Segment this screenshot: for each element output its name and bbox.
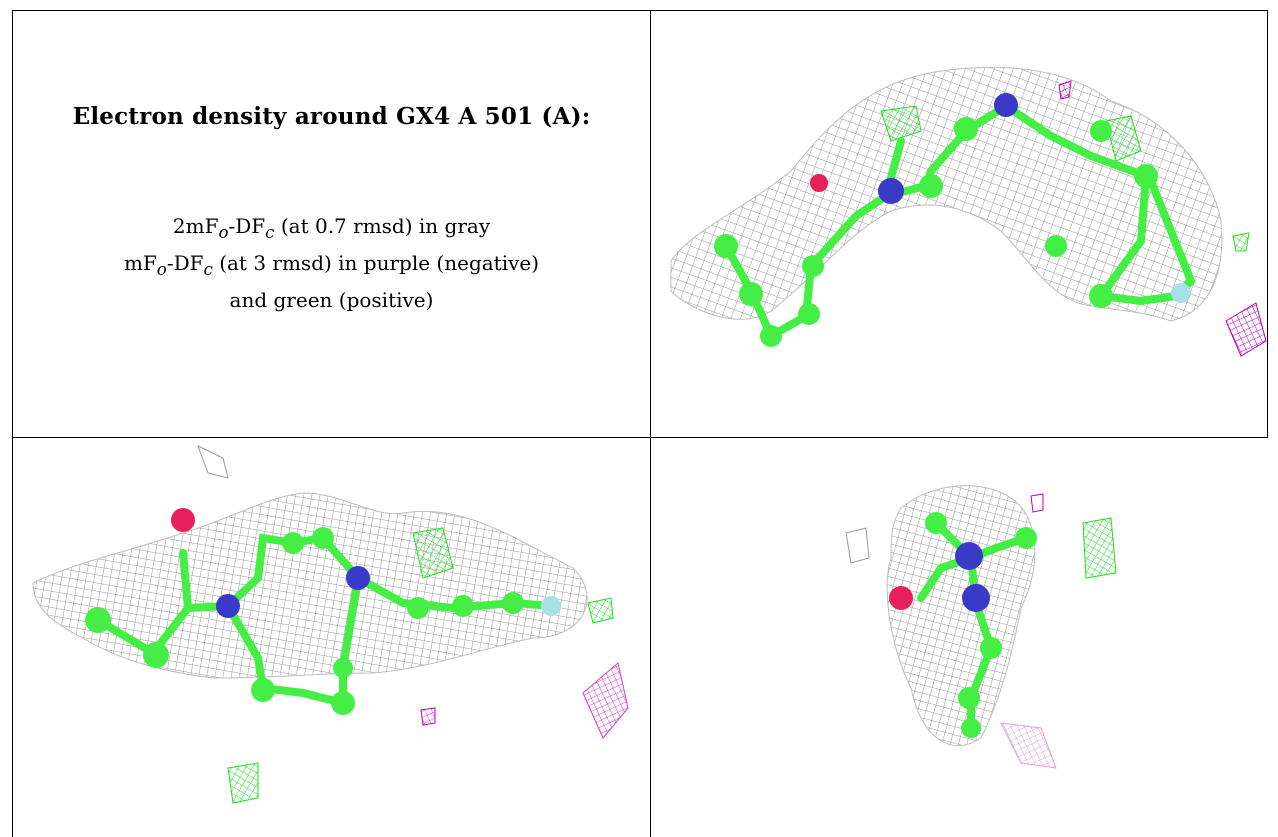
mesh-positive xyxy=(412,527,454,579)
mesh-positive xyxy=(880,105,922,142)
mesh-2fofc xyxy=(845,527,870,564)
density-view-2 xyxy=(13,438,650,837)
mesh-negative xyxy=(1225,302,1267,357)
table-border-top xyxy=(12,10,1268,11)
caption-body: 2mFo-DFc (at 0.7 rmsd) in gray mFo-DFc (… xyxy=(13,211,650,315)
mesh-2fofc xyxy=(197,445,229,479)
caption-cell: Electron density around GX4 A 501 (A): 2… xyxy=(13,11,650,437)
density-view-3 xyxy=(651,438,1267,837)
caption-line-2: mFo-DFc (at 3 rmsd) in purple (negative) xyxy=(123,251,540,279)
mesh-negative xyxy=(582,662,629,739)
density-view-icon xyxy=(670,66,1267,357)
caption-line-1: 2mFo-DFc (at 0.7 rmsd) in gray xyxy=(172,214,491,242)
atoms xyxy=(714,93,1191,347)
density-view-1 xyxy=(651,11,1267,437)
density-view-icon xyxy=(845,485,1117,769)
mesh-positive xyxy=(587,597,614,624)
table-divider-vertical xyxy=(650,10,651,837)
atoms xyxy=(85,508,561,715)
mesh-positive xyxy=(1105,115,1142,162)
mesh-2fofc xyxy=(32,492,588,679)
mesh-negative xyxy=(1030,493,1044,513)
atoms xyxy=(889,512,1037,738)
density-view-icon xyxy=(32,445,629,804)
table-border-right xyxy=(1267,10,1268,438)
caption-title: Electron density around GX4 A 501 (A): xyxy=(72,103,591,130)
mesh-2fofc xyxy=(886,485,1036,747)
mesh-negative xyxy=(420,707,436,726)
table-divider-horizontal xyxy=(12,437,1268,438)
mesh-negative xyxy=(1058,80,1072,100)
mesh-negative xyxy=(1000,722,1057,769)
caption-line-3: and green (positive) xyxy=(229,288,434,312)
table-border-left xyxy=(12,10,13,837)
mesh-positive xyxy=(1082,517,1117,579)
mesh-positive xyxy=(1232,232,1250,252)
mesh-positive xyxy=(227,762,259,804)
